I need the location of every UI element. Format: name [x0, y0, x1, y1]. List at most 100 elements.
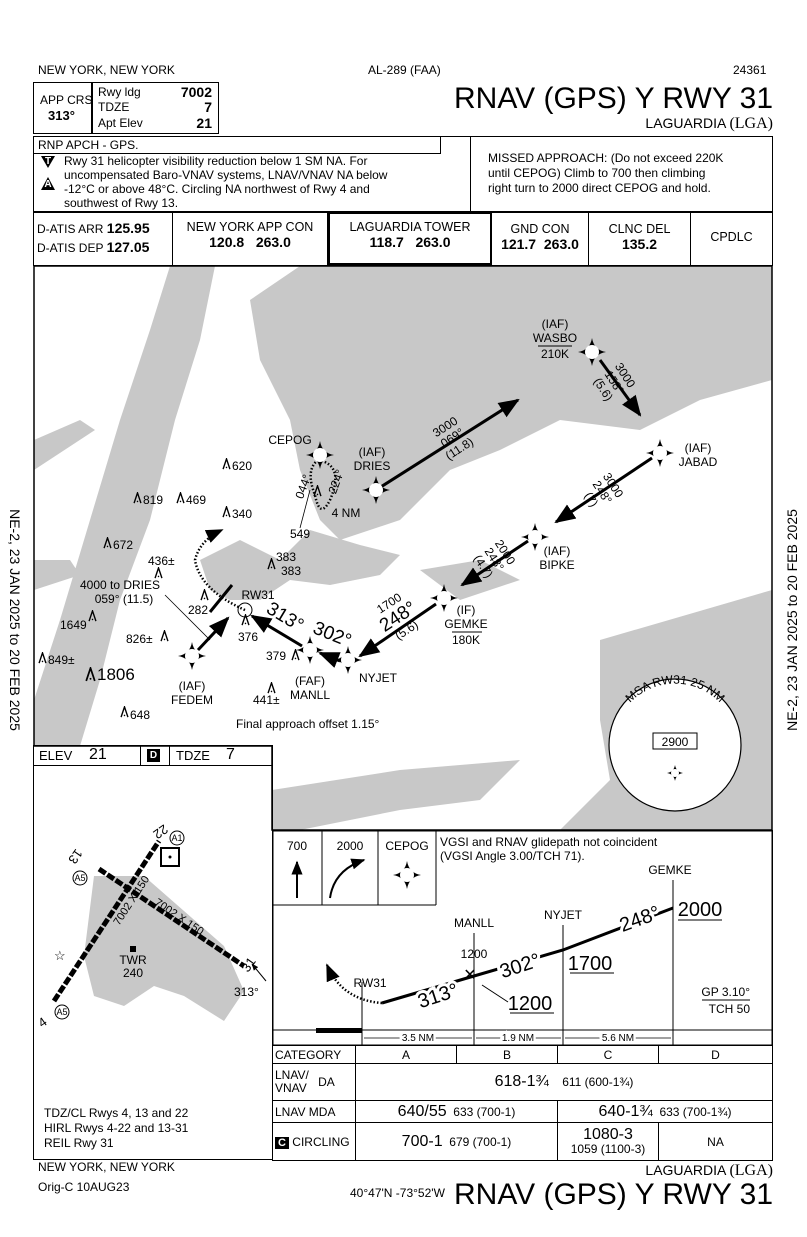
fedem-route	[196, 616, 230, 652]
obstacle-label: 340	[232, 507, 252, 521]
notes-box: RNP APCH - GPS. T A Rwy 31 helicopter vi…	[33, 136, 773, 213]
final-course-label: 313°	[234, 985, 259, 999]
d-atis-icon: D	[147, 749, 160, 762]
circling-label: CIRCLING	[292, 1134, 350, 1149]
distance-manll-nyjet: 1.9 NM	[502, 1033, 534, 1044]
final-approach-offset-note: Final approach offset 1.15°	[236, 717, 380, 731]
tdze-value: 7	[226, 746, 235, 763]
obstacle-label: 648	[130, 708, 150, 722]
obstacle-label: 620	[232, 459, 252, 473]
jabad-fix-icon	[646, 439, 674, 467]
app-con-freq: 120.8 263.0	[209, 234, 291, 250]
apt-elev-value: 21	[196, 115, 212, 131]
bipke-role: (IAF)	[544, 544, 571, 558]
obstacle-label: 849±	[48, 653, 75, 667]
runway-diagram: 7002 X 150 7002 X 150 22 13 31 4 TWR 240…	[35, 822, 267, 1030]
atis-dep-label: D-ATIS DEP	[37, 241, 104, 255]
gemke-speed: 180K	[452, 633, 480, 647]
nyjet-label: NYJET	[359, 671, 398, 685]
lighting-note: REIL Rwy 31	[44, 1136, 114, 1150]
gnd-freq: 121.7 263.0	[501, 236, 579, 252]
obstacle-label: 376	[238, 630, 258, 644]
runway-4-22	[51, 839, 162, 1003]
missed-approach-line: MISSED APPROACH: (Do not exceed 220K	[488, 151, 724, 165]
manll-min-altitude: 1200	[508, 993, 553, 1015]
nyjet-manll-course: 302°	[310, 618, 354, 652]
fedem-note: 059° (11.5)	[95, 592, 154, 606]
tower-elevation: 240	[123, 966, 143, 980]
city-header: NEW YORK, NEW YORK	[38, 63, 175, 77]
circling-c-haa: 1059 (1100-3)	[570, 1141, 646, 1156]
dries-role: (IAF)	[359, 445, 386, 459]
apt-elev-label: Apt Elev	[98, 116, 143, 130]
obstacle-label: 282	[188, 603, 208, 617]
chart-number: 24361	[733, 63, 767, 77]
lighting-note: HIRL Rwys 4-22 and 13-31	[44, 1121, 189, 1135]
rwy-4-label: 4	[35, 1014, 50, 1030]
bipke-label: BIPKE	[539, 558, 574, 572]
rw31-threshold-bar	[208, 584, 234, 613]
category-d: D	[658, 1045, 773, 1064]
app-crs-value: 313°	[48, 108, 75, 123]
leg-distance: (7)	[581, 489, 601, 509]
threshold-crossing-height: TCH 50	[709, 1002, 751, 1016]
obstacle-label: 819	[143, 493, 163, 507]
approach-routes	[196, 359, 653, 668]
cepog-label: CEPOG	[268, 433, 311, 447]
rwy-ldg-value: 7002	[180, 84, 212, 100]
distance-nyjet-gemke: 5.6 NM	[602, 1033, 634, 1044]
obstacle-label: 441±	[253, 693, 280, 707]
lnav-vnav-hat: 611 (600-1¾)	[562, 1075, 634, 1089]
note-line: Rwy 31 helicopter visibility reduction b…	[64, 154, 368, 168]
gnd-cell: GND CON 121.7 263.0	[492, 212, 589, 265]
obstacle-label: 1649	[60, 618, 87, 632]
airport-coordinates: 40°47'N -73°52'W	[350, 1186, 445, 1200]
jabad-bipke-route	[554, 456, 653, 524]
profile-manll: MANLL	[454, 916, 494, 930]
footer-airport-id: (LGA)	[729, 1162, 773, 1179]
atis-arr-freq: 125.95	[106, 220, 150, 236]
gemke-role: (IF)	[457, 603, 476, 617]
rwy-ldg-label: Rwy ldg	[98, 85, 141, 99]
atis-dep-freq: 127.05	[106, 239, 150, 255]
lnav-ab-hat: 633 (700-1)	[453, 1104, 516, 1119]
descent-path	[381, 906, 674, 1005]
tdze-label: TDZE	[176, 748, 210, 763]
star-icon: ☆	[54, 948, 66, 963]
table-row: CATEGORY A B C D	[272, 1045, 773, 1064]
manll-rw31-route	[250, 614, 303, 648]
lnav-cd-minimum: 640-1¾	[598, 1102, 653, 1120]
ma-climb-altitude: 700	[287, 839, 307, 853]
footer-airport: LAGUARDIA	[645, 1162, 726, 1178]
rwy-22-label: 22	[150, 822, 170, 843]
chart-id: AL-289 (FAA)	[368, 63, 441, 77]
lnav-vnav-minimum: 618-1¾	[494, 1073, 549, 1090]
climbing-turn-icon	[329, 858, 366, 899]
hot-spot-label: A5	[56, 1007, 67, 1017]
obstacle-label: 1806	[97, 665, 135, 684]
wasbo-jabad-route	[598, 359, 642, 417]
manll-rw31-course: 313°	[263, 598, 308, 636]
profile-gemke: GEMKE	[648, 863, 691, 877]
jabad-role: (IAF)	[685, 441, 712, 455]
runway-13-31	[97, 866, 246, 969]
category-b: B	[456, 1045, 558, 1064]
amendment-date: Orig-C 10AUG23	[38, 1180, 130, 1194]
da-label: DA	[318, 1074, 335, 1089]
gemke-label: GEMKE	[444, 617, 487, 631]
table-row: LNAV MDA 640/55 633 (700-1) 640-1¾ 633 (…	[272, 1100, 773, 1123]
profile-rw31: RW31	[353, 976, 386, 990]
obstacle-label: 383	[276, 550, 296, 564]
note-line: southwest of Rwy 13.	[64, 196, 179, 210]
wasbo-speed: 210K	[541, 347, 569, 361]
circling-ab-haa: 679 (700-1)	[449, 1134, 512, 1149]
lighting-note: TDZ/CL Rwys 4, 13 and 22	[44, 1106, 189, 1120]
clnc-cell: CLNC DEL 135.2	[589, 212, 691, 265]
obstacle-label: 383	[281, 564, 301, 578]
fedem-note-leader	[164, 594, 211, 641]
profile-nyjet: NYJET	[544, 908, 583, 922]
circling-c-minimum: 1080-3	[583, 1125, 633, 1143]
obstacle-label: 826±	[126, 632, 153, 646]
